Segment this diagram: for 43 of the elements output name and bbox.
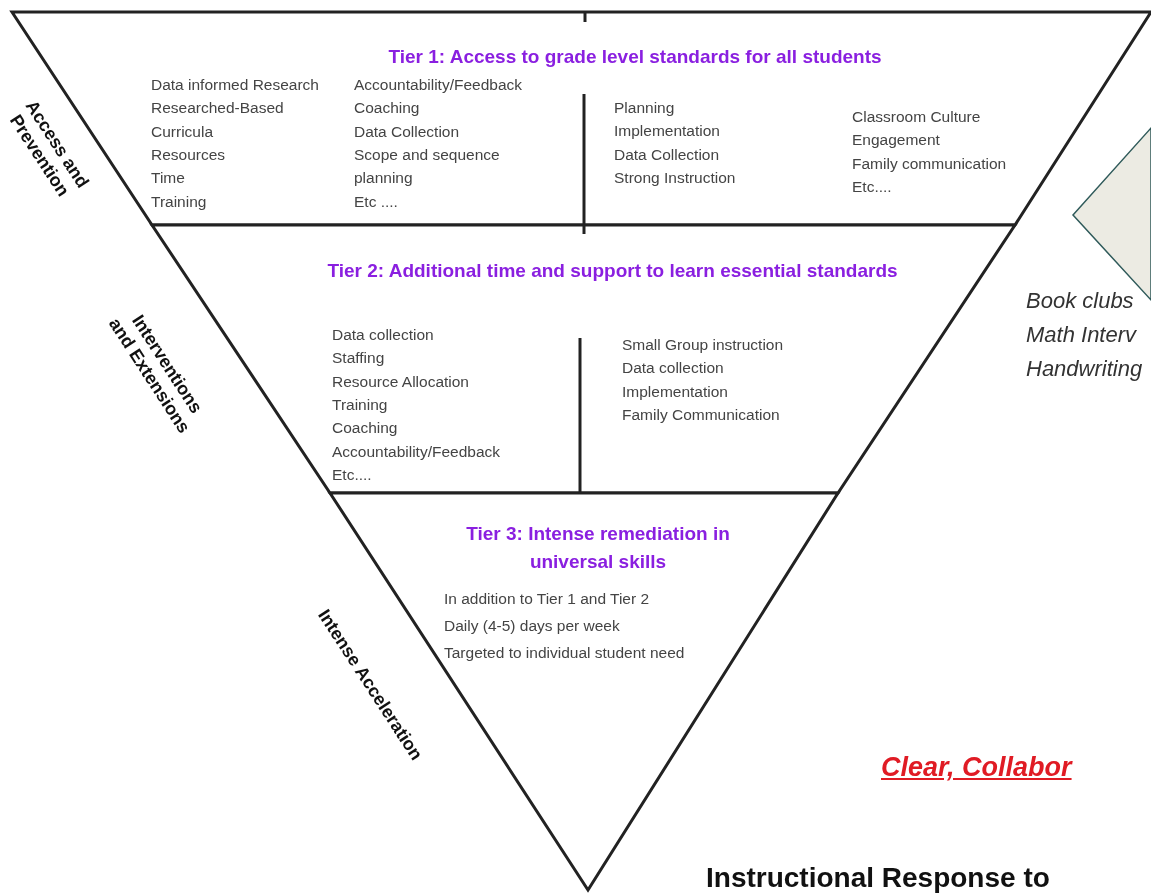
list-item: Implementation bbox=[622, 382, 728, 401]
list-item: Classroom Culture bbox=[852, 108, 981, 126]
list-item: Engagement bbox=[852, 131, 940, 150]
program-name: Handwriting bbox=[1026, 356, 1143, 382]
list-item: Strong Instruction bbox=[614, 168, 736, 187]
list-item: Data informed Research bbox=[151, 76, 319, 94]
list-item: Coaching bbox=[354, 99, 420, 118]
list-item: Accountability/Feedback bbox=[332, 442, 500, 461]
list-item: Training bbox=[332, 395, 388, 414]
tier-band bbox=[12, 12, 1151, 225]
list-item: Data Collection bbox=[614, 145, 720, 164]
tier-heading: Tier 2: Additional time and support to learn essential standards bbox=[326, 259, 899, 283]
list-item: Etc.... bbox=[852, 177, 892, 196]
program-name: Math Interv bbox=[1026, 322, 1137, 348]
list-item: Training bbox=[151, 192, 207, 211]
tier-heading: Tier 3: Intense remediation in universal skills bbox=[465, 522, 731, 574]
list-item: Etc.... bbox=[332, 465, 372, 484]
list-item: Targeted to individual student need bbox=[444, 644, 685, 662]
list-item: Daily (4-5) days per week bbox=[444, 617, 620, 635]
list-item: Planning bbox=[614, 99, 675, 117]
list-item: Staffing bbox=[332, 349, 385, 368]
slide-heading: Instructional Response to bbox=[706, 862, 1050, 894]
list-item: Family communication bbox=[852, 154, 1007, 173]
list-item: Resources bbox=[151, 145, 226, 164]
list-item: Data Collection bbox=[354, 122, 460, 141]
tier-heading: Tier 1: Access to grade level standards for all students bbox=[387, 45, 883, 69]
list-item: Time bbox=[151, 169, 185, 188]
list-item: planning bbox=[354, 169, 413, 188]
list-item: Family Communication bbox=[622, 405, 780, 424]
list-item: Researched-Based bbox=[151, 99, 284, 118]
list-item: Scope and sequence bbox=[354, 145, 500, 164]
list-item: Small Group instruction bbox=[622, 336, 784, 354]
emphasis-text: Clear, Collabor bbox=[881, 752, 1072, 783]
list-item: Resource Allocation bbox=[332, 372, 469, 391]
list-item: Curricula bbox=[151, 122, 213, 141]
list-item: In addition to Tier 1 and Tier 2 bbox=[444, 590, 650, 608]
list-item: Etc .... bbox=[354, 192, 398, 211]
list-item: Accountability/Feedback bbox=[354, 76, 522, 94]
list-item: Coaching bbox=[332, 419, 398, 438]
list-item: Implementation bbox=[614, 122, 720, 141]
list-item: Data collection bbox=[622, 359, 724, 378]
program-name: Book clubs bbox=[1026, 288, 1134, 314]
list-item: Data collection bbox=[332, 326, 434, 344]
